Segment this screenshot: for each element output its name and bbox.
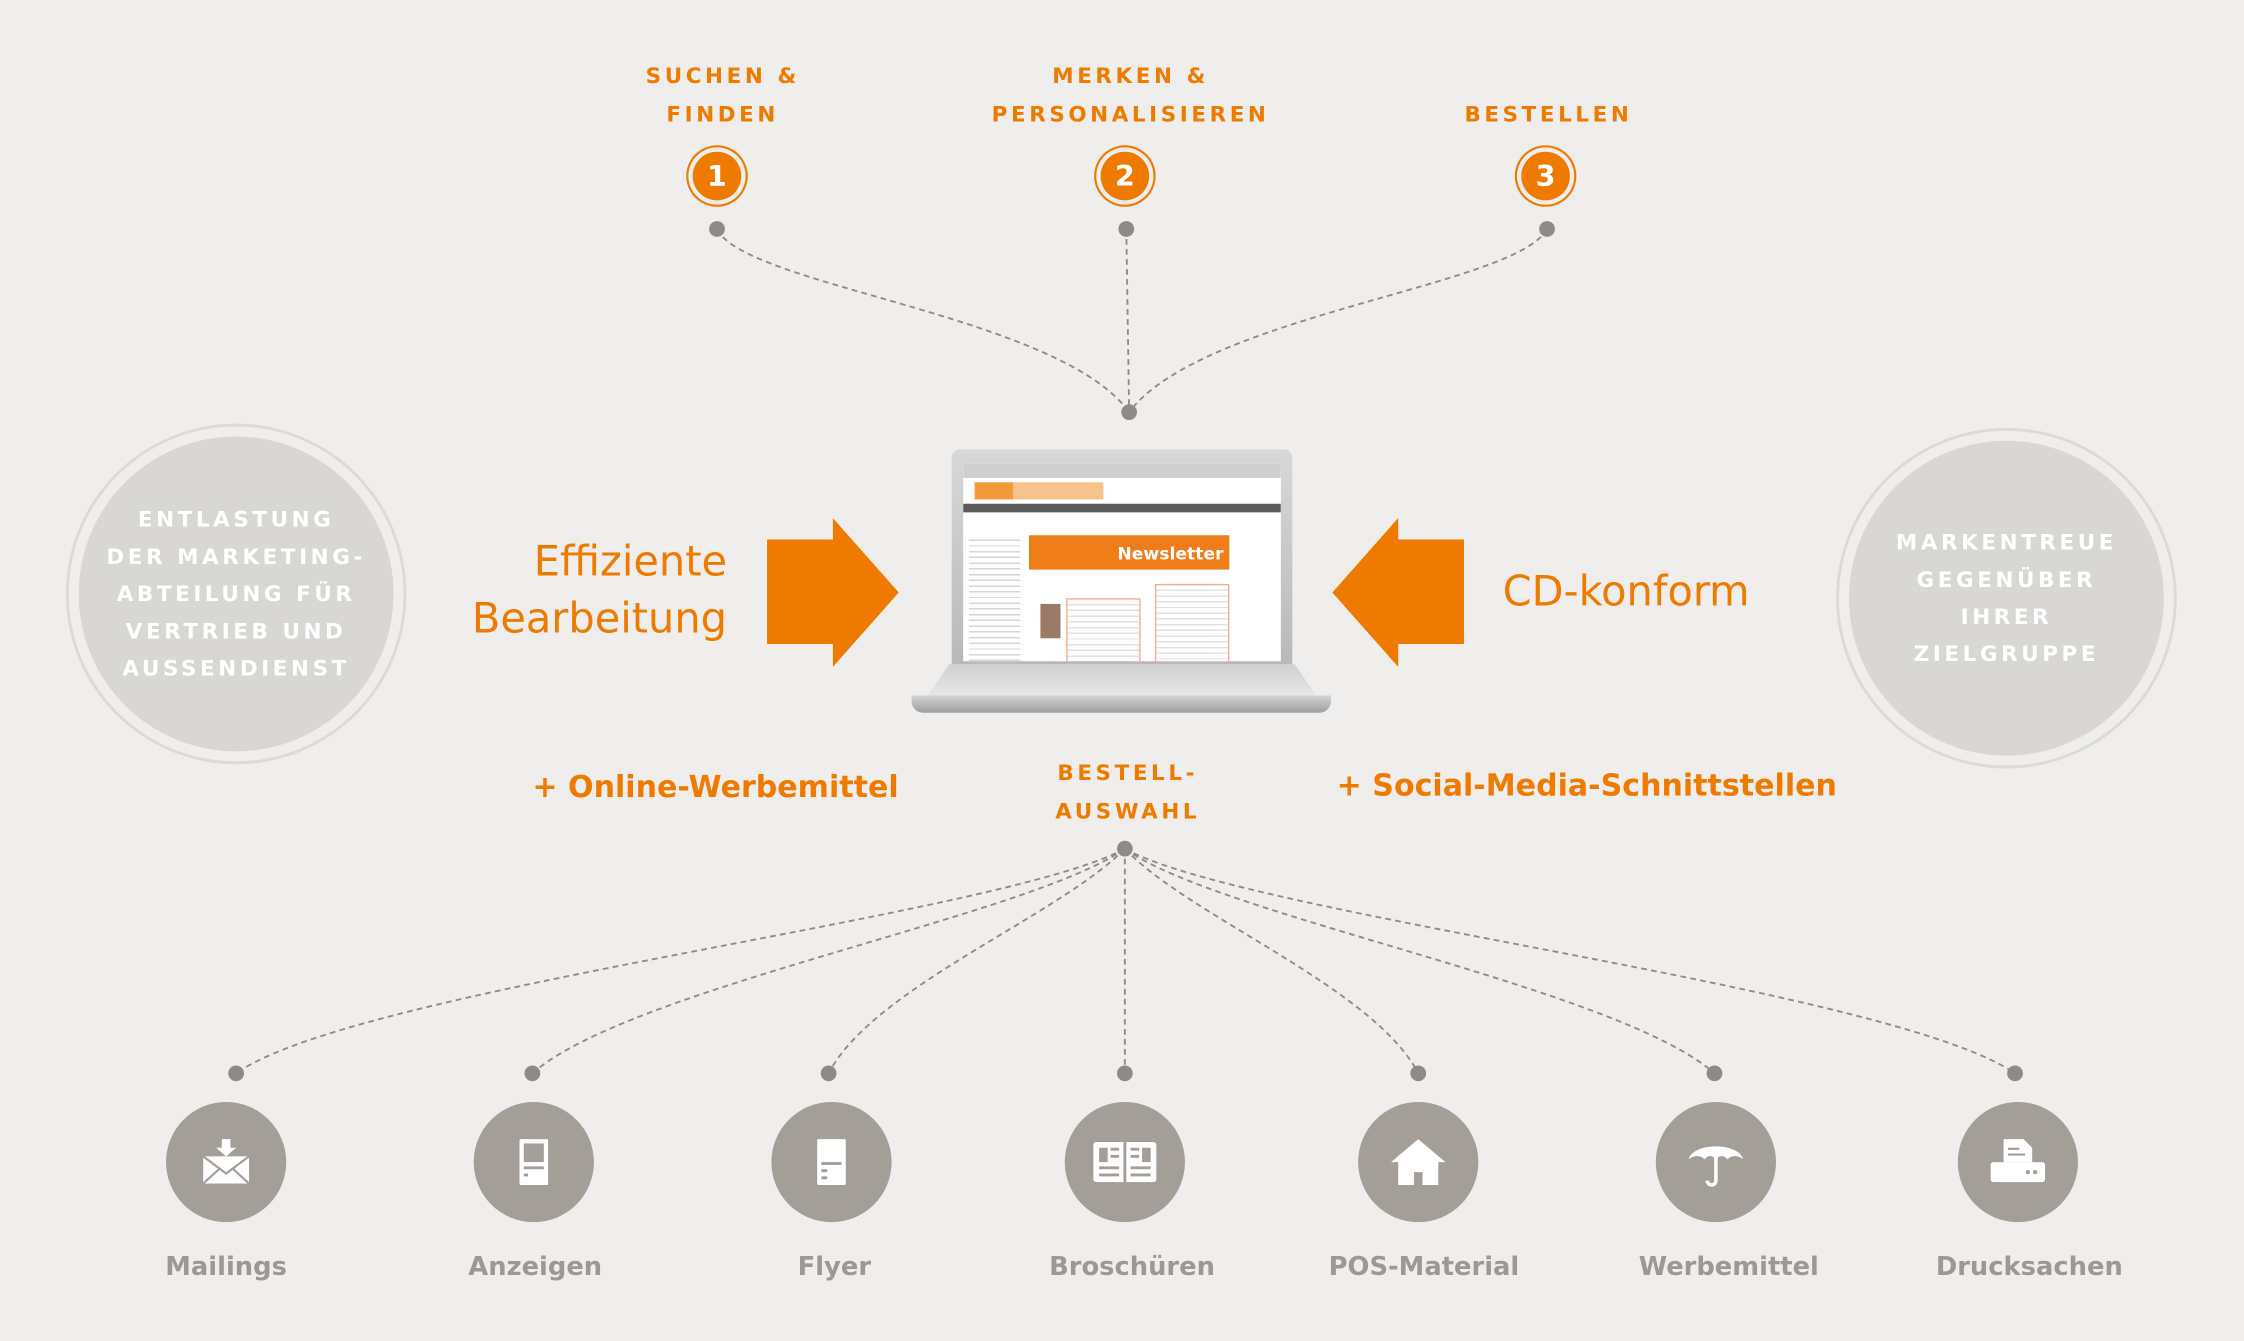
envelope-icon [202,1139,250,1185]
hub-dot [1116,840,1133,857]
step-1-dot [709,221,725,237]
output-label: POS-Material [1328,1252,1520,1283]
output-mailings[interactable] [166,1101,287,1223]
hub-label: BESTELL-AUSWAHL [1055,759,1201,825]
step-1-label: SUCHEN &FINDEN [645,62,800,128]
output-label: Werbemittel [1638,1252,1819,1283]
laptop-screen: Newsletter [963,463,1281,662]
claim-cd-konform: CD-konform [1502,566,1750,616]
house-icon [1391,1139,1446,1185]
umbrella-icon [1688,1146,1744,1187]
addon-social-media: + Social-Media-Schnittstellen [1336,768,1837,803]
output-label: Flyer [797,1252,872,1283]
step-2-dot [1118,221,1135,237]
step-2-badge: 2 [1100,151,1150,201]
output-label: Mailings [165,1252,287,1283]
step-3-badge: 3 [1521,151,1570,201]
output-broschueren[interactable] [1064,1101,1185,1223]
output-flyer[interactable] [771,1101,892,1223]
converge-dot [1121,404,1138,421]
laptop-illustration: Newsletter [911,449,1331,721]
printer-icon [1990,1139,2046,1183]
step-3-label: BESTELLEN [1464,101,1633,128]
output-werbemittel[interactable] [1655,1101,1777,1223]
output-drucksachen[interactable] [1957,1101,2078,1223]
flyer-icon [817,1139,846,1185]
step-1-badge: 1 [692,151,742,201]
step-3-dot [1539,221,1555,237]
output-label: Drucksachen [1935,1252,2123,1283]
brochure-icon [1093,1142,1157,1183]
addon-online: + Online-Werbemittel [532,769,899,805]
step-2-label: MERKEN &PERSONALISIEREN [991,62,1270,128]
arrow-left-icon [1332,518,1465,667]
output-label: Anzeigen [468,1252,603,1283]
output-label: Broschüren [1049,1252,1215,1283]
output-pos-material[interactable] [1358,1101,1479,1223]
arrow-right-icon [767,518,899,667]
output-anzeigen[interactable] [473,1101,594,1223]
ad-page-icon [519,1139,549,1185]
